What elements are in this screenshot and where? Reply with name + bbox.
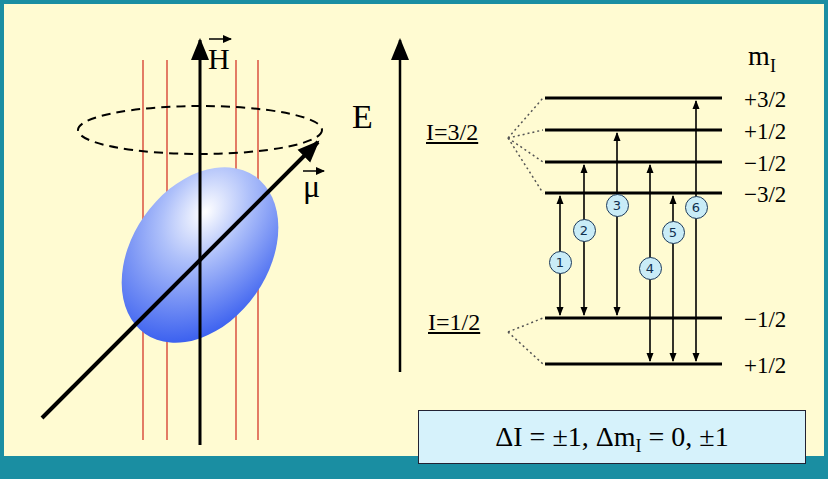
- callout-number: 4: [639, 257, 662, 280]
- callout-number: 5: [662, 221, 685, 244]
- drawing-part: [545, 97, 722, 100]
- quantum-number: −1/2: [744, 308, 786, 331]
- subscript: I: [770, 57, 776, 75]
- callout-number: 3: [606, 194, 629, 217]
- drawing-part: [545, 363, 722, 366]
- rule-text: = 0, ±1: [649, 421, 729, 453]
- callout-number: 1: [549, 251, 572, 274]
- energy-axis: [399, 40, 402, 372]
- spin-label: I=1/2: [428, 310, 480, 334]
- field-symbol: H: [208, 44, 230, 74]
- drawing-part: [508, 138, 543, 162]
- callout-text: 1: [556, 255, 564, 270]
- quantum-number: −3/2: [744, 183, 786, 206]
- moment-arrow: [42, 142, 318, 418]
- callout-text: 3: [613, 198, 621, 213]
- spin-label: I=3/2: [426, 120, 478, 144]
- callout-text: 4: [646, 261, 654, 276]
- quantum-number: −1/2: [744, 152, 786, 175]
- field-axis: [199, 40, 202, 445]
- callout-text: 6: [692, 200, 700, 215]
- quantum-number: +3/2: [744, 88, 786, 111]
- vector-mark: [209, 38, 231, 40]
- callout-number: 2: [573, 219, 596, 242]
- callout-text: 2: [580, 223, 588, 238]
- transition-arrows: [560, 101, 696, 361]
- drawing-part: [508, 98, 543, 138]
- subscript: I: [636, 436, 642, 457]
- moment-symbol: μ: [303, 170, 320, 202]
- callout-number: 6: [685, 196, 708, 219]
- drawing-part: [695, 101, 697, 361]
- drawing-part: [508, 318, 543, 332]
- drawing-part: [508, 138, 543, 193]
- quantum-number: +1/2: [744, 120, 786, 143]
- rule-text: ΔI = ±1, Δm: [495, 421, 635, 453]
- drawing-part: [508, 130, 543, 138]
- level-fan: [508, 98, 543, 364]
- drawing-part: [616, 133, 618, 315]
- callout-text: 5: [669, 225, 677, 240]
- energy-axis-label: E: [352, 100, 373, 134]
- energy-levels: [545, 98, 722, 364]
- selection-rule-box: ΔI = ±1, ΔmI = 0, ±1: [418, 410, 806, 464]
- background-panel: [4, 4, 824, 456]
- column-header: m: [748, 42, 770, 70]
- quantum-number: +1/2: [744, 354, 786, 377]
- drawing-part: [508, 332, 543, 364]
